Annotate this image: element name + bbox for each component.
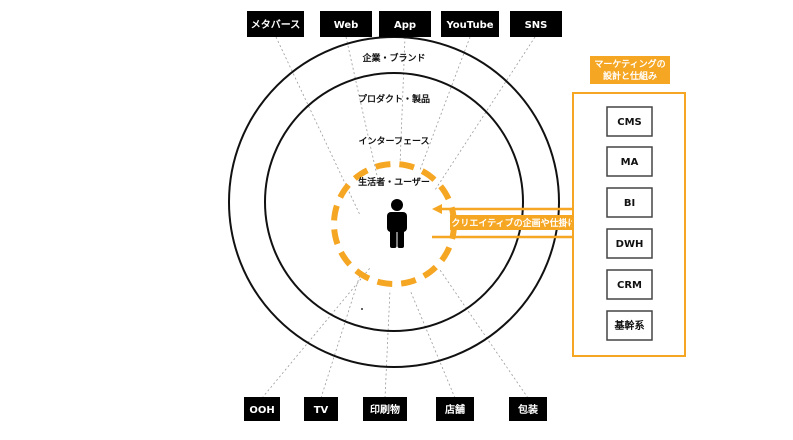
ring-middle-label: プロダクト・製品 <box>358 93 430 105</box>
system-label: CRM <box>617 280 642 291</box>
channel-box-package: 包装 <box>509 397 547 421</box>
bottom-channel-boxes: OOH TV 印刷物 店舗 包装 <box>244 397 547 421</box>
channel-label: SNS <box>525 20 548 31</box>
channel-box-app: App <box>379 11 431 37</box>
channel-box-store: 店舗 <box>436 397 474 421</box>
ring-outer-label: 企業・ブランド <box>361 52 425 64</box>
connector-lines <box>261 36 536 399</box>
connector-line <box>409 289 456 399</box>
system-box-dwh: DWH <box>606 228 653 259</box>
ring-core-label: 生活者・ユーザー <box>358 176 430 188</box>
channel-label: OOH <box>249 405 274 416</box>
connector-line <box>320 274 361 399</box>
channel-label: YouTube <box>445 20 493 31</box>
channel-label: App <box>394 20 416 31</box>
system-box-ma: MA <box>606 146 653 177</box>
dot-mark <box>361 308 363 310</box>
connector-line <box>399 36 406 166</box>
arrow-label-badge: クリエイティブの企画や仕掛け <box>450 215 578 230</box>
panel-title-line2: 設計と仕組み <box>603 70 657 82</box>
system-box-bi: BI <box>606 187 653 218</box>
system-box-crm: CRM <box>606 269 653 300</box>
connector-line <box>384 289 391 399</box>
channel-box-web: Web <box>320 11 372 37</box>
channel-box-youtube: YouTube <box>441 11 499 37</box>
panel-title-line1: マーケティングの <box>594 58 665 70</box>
connector-line <box>419 36 471 171</box>
system-label: DWH <box>616 239 644 250</box>
ring-inner-label: インターフェース <box>358 135 429 147</box>
channel-label: Web <box>334 20 359 31</box>
system-box-cms: CMS <box>606 106 653 137</box>
arrow-label: クリエイティブの企画や仕掛け <box>451 217 576 229</box>
channel-box-ooh: OOH <box>244 397 280 421</box>
system-label: 基幹系 <box>614 319 645 332</box>
connector-line <box>261 267 371 399</box>
channel-box-tv: TV <box>304 397 338 421</box>
connector-line <box>439 269 529 399</box>
system-label: BI <box>624 198 635 209</box>
channel-label: 包装 <box>518 403 538 416</box>
connector-line <box>434 36 536 191</box>
arrow-left <box>432 204 592 214</box>
system-label: CMS <box>617 117 642 128</box>
channel-label: メタバース <box>251 19 301 31</box>
channel-label: 印刷物 <box>370 403 400 416</box>
ring-middle <box>264 72 524 332</box>
connector-line <box>345 36 379 181</box>
connector-line <box>275 36 361 216</box>
channel-box-print: 印刷物 <box>363 397 407 421</box>
channel-label: TV <box>314 405 329 416</box>
system-box-core: 基幹系 <box>606 310 653 341</box>
person-silhouette-icon <box>387 199 407 248</box>
system-label: MA <box>621 157 639 168</box>
top-channel-boxes: メタバース Web App YouTube SNS <box>247 11 562 37</box>
channel-box-sns: SNS <box>510 11 562 37</box>
marketing-panel: マーケティングの 設計と仕組み CMS MA BI DWH CRM 基幹系 <box>572 56 686 357</box>
channel-label: 店舗 <box>445 403 465 416</box>
channel-box-metaverse: メタバース <box>247 11 304 37</box>
panel-title-badge <box>590 56 670 84</box>
